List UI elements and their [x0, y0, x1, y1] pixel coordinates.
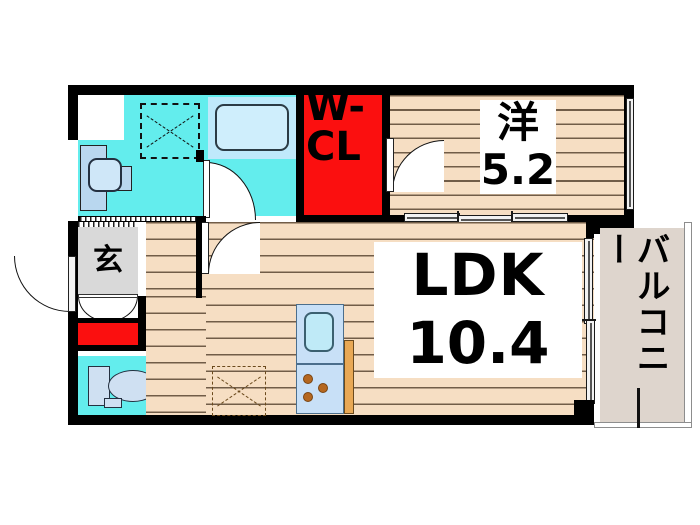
- entrance-label: 玄: [93, 243, 123, 278]
- wall-shoebox-top: [72, 318, 146, 323]
- bedroom-label: 洋: [480, 100, 556, 146]
- front-door-jamb-top: [68, 248, 76, 256]
- washbasin-bowl-icon: [88, 158, 122, 192]
- toilet-base-icon: [104, 398, 122, 408]
- washing-machine-space-icon: [140, 103, 200, 159]
- ldk-floor-left: [146, 296, 206, 415]
- balcony-sliding-panel-2[interactable]: [586, 320, 595, 404]
- refrigerator-space-icon: [212, 366, 266, 416]
- washroom-floor: [124, 95, 206, 216]
- entrance-step-edge: [78, 294, 138, 298]
- wall-bottom: [68, 415, 594, 425]
- kitchen-sink-icon: [304, 312, 334, 352]
- ldk-label: LDK: [374, 242, 582, 308]
- bedroom-window[interactable]: [626, 98, 634, 210]
- wall-ldk-right-top: [586, 222, 594, 238]
- bedroom-sliding-panel-1[interactable]: [404, 213, 460, 222]
- wall-entrance-right: [138, 296, 146, 351]
- bathroom-door-panel: [203, 160, 210, 218]
- balcony-sliding-panel-1[interactable]: [584, 238, 593, 324]
- wall-shoebox-bottom: [72, 345, 146, 351]
- wall-ldk-left-upper: [196, 222, 202, 298]
- shoe-box-icon: [78, 323, 138, 345]
- front-door-panel[interactable]: [68, 256, 76, 312]
- wall-wcl-bottom: [304, 215, 382, 223]
- vanity-notch-bottom: [106, 190, 132, 211]
- washroom-threshold: [80, 217, 200, 221]
- balcony-divider: [637, 388, 640, 428]
- balcony-railing: [684, 222, 692, 428]
- stove-burner-1-icon: [303, 374, 313, 384]
- balcony-slide-mullion: [582, 319, 596, 321]
- wall-shoebox-left: [68, 318, 74, 351]
- walk-in-closet-label-top: W-CL: [306, 84, 365, 170]
- bedroom-sliding-panel-3[interactable]: [512, 213, 568, 222]
- bedroom-area-label: 5.2: [480, 145, 556, 194]
- bathtub-icon: [215, 104, 289, 151]
- entrance-upper-step: [78, 222, 138, 227]
- kitchen-cabinet-icon: [344, 340, 354, 414]
- wall-left-upper: [68, 85, 78, 140]
- wall-washroom-corner: [196, 216, 206, 222]
- wall-bath-right: [296, 95, 304, 222]
- stove-burner-3-icon: [303, 392, 313, 402]
- wall-balcony-top: [594, 222, 634, 228]
- bedroom-door-panel: [386, 138, 394, 192]
- bedroom-slide-mullion-1: [457, 211, 459, 224]
- wall-bath-jamb: [196, 150, 204, 162]
- bedroom-slide-mullion-2: [511, 211, 513, 224]
- front-door-swing: [14, 256, 70, 312]
- wall-balcony-corner: [594, 228, 600, 234]
- balcony-label: バルコニー: [596, 232, 670, 376]
- wall-ldk-corner-bottom: [574, 400, 594, 415]
- ldk-area-label: 10.4: [374, 308, 582, 378]
- balcony-rail-bottom: [594, 422, 692, 428]
- stove-burner-2-icon: [318, 383, 328, 393]
- wall-top: [68, 85, 634, 95]
- entrance-floor: [78, 222, 138, 296]
- balcony-floor: [600, 228, 684, 422]
- walk-in-closet-floor: [304, 95, 382, 215]
- ldk-door-panel: [201, 222, 209, 274]
